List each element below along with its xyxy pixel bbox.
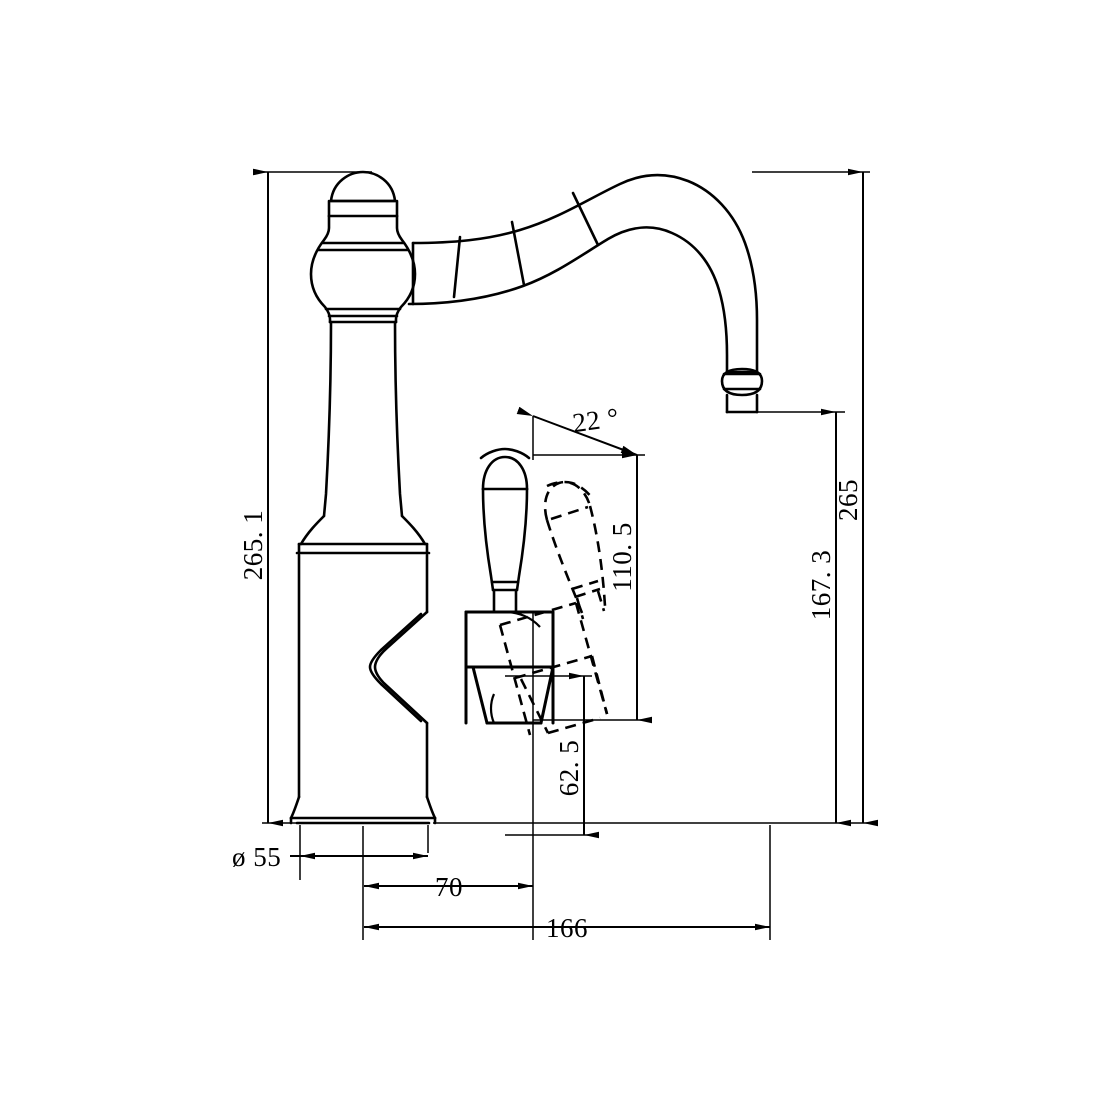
finial-bulb (309, 214, 417, 324)
upper-column (322, 320, 404, 518)
base-flare (289, 795, 437, 825)
dimension-swing-angle (516, 406, 638, 460)
label-overall-height: 265. 1 (238, 510, 268, 581)
label-valve-height: 62. 5 (554, 740, 584, 797)
handle-swing-arc (489, 610, 541, 724)
dimension-lines (253, 168, 878, 940)
label-handle-pivot-height: 110. 5 (607, 522, 637, 592)
faucet-outline (289, 170, 764, 825)
label-handle-offset: 70 (435, 872, 463, 902)
lever-handle (479, 447, 531, 614)
spout-outlet (720, 367, 764, 414)
main-body-cylinder (297, 553, 429, 799)
label-outlet-height: 167. 3 (806, 550, 836, 621)
dimension-labels: 265. 1 265 167. 3 110. 5 62. 5 ø 55 70 1… (232, 402, 863, 943)
label-swing-angle: 22 ° (571, 402, 621, 438)
body-spout-transition (368, 610, 429, 725)
upper-collar (324, 307, 402, 324)
gooseneck-spout (407, 173, 759, 374)
label-spout-reach: 166 (546, 913, 588, 943)
label-spout-height: 265 (833, 479, 863, 521)
label-base-diameter: ø 55 (232, 842, 281, 872)
column-flare (295, 514, 431, 555)
